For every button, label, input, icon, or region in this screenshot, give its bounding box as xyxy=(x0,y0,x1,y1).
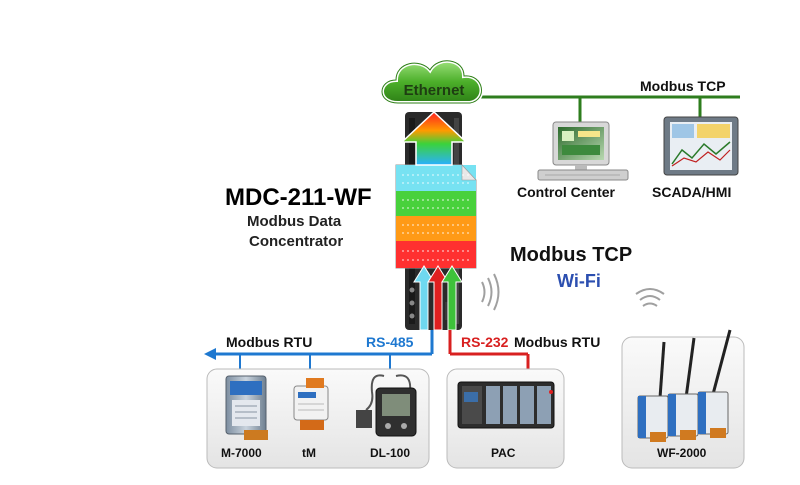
device-desc-line2: Concentrator xyxy=(249,233,343,250)
wf2000-module-icon xyxy=(637,329,732,442)
pac-label: PAC xyxy=(491,446,516,460)
m7000-label: M-7000 xyxy=(221,446,262,460)
cloud-label: Ethernet xyxy=(404,82,465,99)
device-desc-line1: Modbus Data xyxy=(247,213,342,230)
tm-module-icon xyxy=(293,378,329,430)
control-center-computer-icon xyxy=(537,121,629,181)
wifi-subtitle: Wi-Fi xyxy=(557,271,601,291)
ethernet-backbone xyxy=(478,95,740,122)
uplink-arrow xyxy=(400,110,468,166)
top-link-label: Modbus TCP xyxy=(640,78,726,94)
device-name: MDC-211-WF xyxy=(225,184,372,211)
wifi-waves-icon xyxy=(481,273,500,311)
input-arrows xyxy=(413,265,463,331)
scada-hmi-label: SCADA/HMI xyxy=(652,184,731,200)
rs232-protocol-label: Modbus RTU xyxy=(514,334,600,350)
wifi-waves-icon-wf2000 xyxy=(635,288,665,307)
scada-hmi-panel-icon xyxy=(663,116,739,176)
rs485-label: RS-485 xyxy=(366,334,414,350)
m7000-module-icon xyxy=(225,375,268,440)
control-center-label: Control Center xyxy=(517,184,616,200)
pac-controller-icon xyxy=(457,381,555,429)
dl100-label: DL-100 xyxy=(370,446,410,460)
dl100-logger-icon xyxy=(356,374,417,437)
tm-label: tM xyxy=(302,446,316,460)
data-stack xyxy=(395,164,477,269)
rs485-protocol-label: Modbus RTU xyxy=(226,334,312,350)
rs232-label: RS-232 xyxy=(461,334,509,350)
wifi-title: Modbus TCP xyxy=(510,244,632,266)
ethernet-cloud: Ethernet xyxy=(380,59,484,105)
wf2000-label: WF-2000 xyxy=(657,446,707,460)
